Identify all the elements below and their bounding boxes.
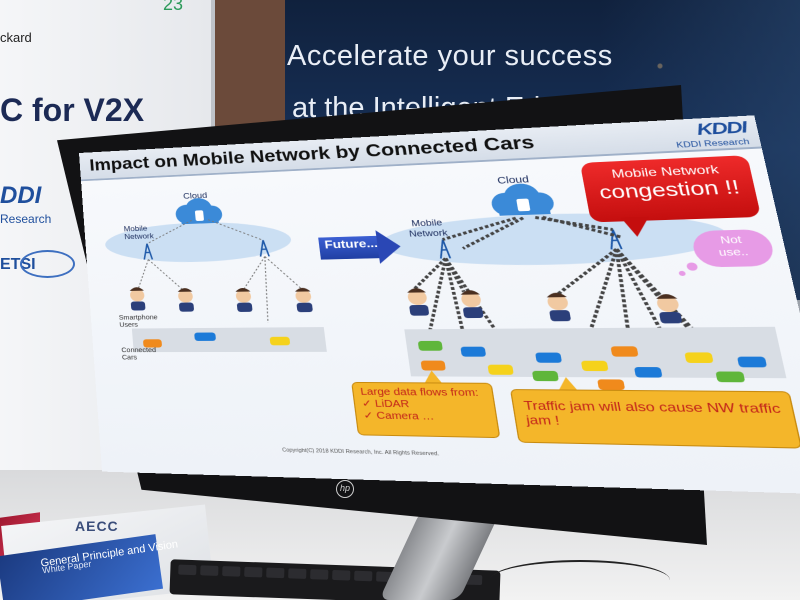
future-arrow-head	[375, 230, 403, 264]
congestion-bubble-tail	[621, 217, 653, 238]
right-user-icons	[407, 284, 683, 326]
congestion-bubble: Mobile Network congestion !!	[580, 155, 761, 222]
data-flows-note: Large data flows from: ✓ LiDAR ✓ Camera …	[351, 382, 500, 438]
left-mobile-network-label: Mobile Network	[123, 224, 154, 241]
not-use-bubble: Not use..	[690, 229, 776, 268]
traffic-jam-note: Traffic jam will also cause NW traffic j…	[510, 389, 800, 449]
right-cloud-label: Cloud	[497, 175, 530, 187]
data-flows-item: ✓ Camera …	[363, 411, 490, 425]
congestion-line2: congestion !!	[584, 177, 757, 205]
not-use-bubble-dot2	[678, 271, 686, 276]
right-cloud-icon	[489, 182, 556, 216]
left-road	[132, 327, 327, 352]
left-cloud-icon	[174, 197, 223, 224]
future-label: Future...	[324, 237, 379, 251]
smartphone-users-label: Smartphone Users	[119, 315, 159, 330]
presentation-slide: Impact on Mobile Network by Connected Ca…	[79, 115, 800, 494]
slide-projection: Impact on Mobile Network by Connected Ca…	[79, 115, 800, 494]
left-cloud-label: Cloud	[183, 191, 208, 201]
traffic-jam-text: Traffic jam will also cause NW traffic j…	[523, 398, 786, 431]
connected-cars-label: Connected Cars	[121, 347, 157, 362]
hp-logo: hp	[336, 480, 354, 498]
left-user-icons	[129, 284, 312, 314]
not-use-text: Not use..	[718, 235, 750, 259]
right-mobile-network-label: Mobile Network	[407, 218, 448, 240]
